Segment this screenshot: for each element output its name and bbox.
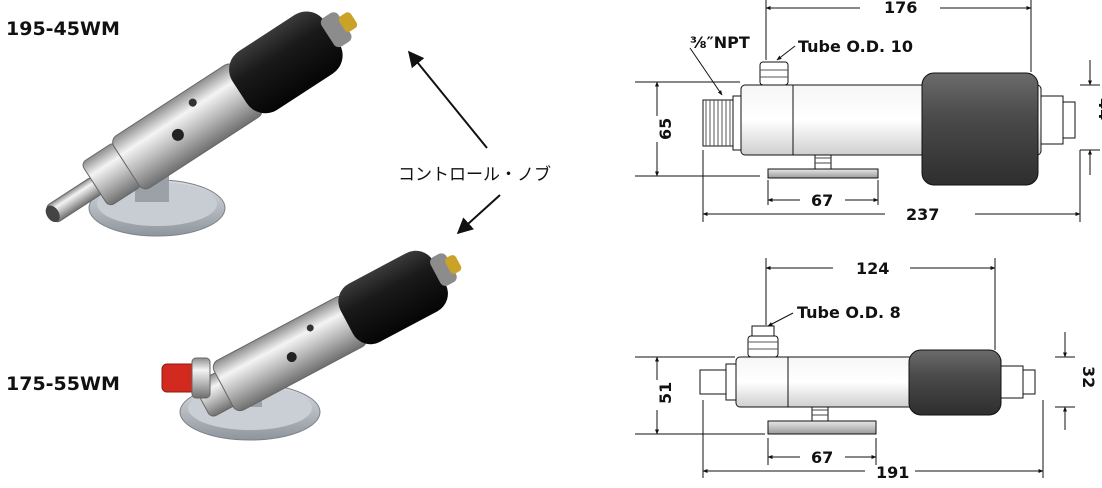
control-knob-label: コントロール・ノブ: [398, 165, 551, 185]
knob-arrow-top: [407, 50, 488, 149]
dim-32-label: 32: [1079, 366, 1098, 388]
dim-124-label: 124: [856, 259, 889, 278]
dimension-lines-top: [635, 0, 1100, 222]
knob-arrow-bottom: [456, 194, 501, 235]
tube-label-bottom: Tube O.D. 8: [797, 303, 901, 322]
product-photo-175-55wm: [161, 250, 462, 441]
dim-51-label: 51: [656, 382, 675, 404]
dimension-drawing-bottom: [699, 325, 1036, 435]
dim-67-bottom-label: 67: [811, 448, 833, 467]
dimension-drawing-top: [702, 61, 1076, 186]
product-photo-195-45wm: [45, 11, 358, 237]
thread-label-top: ⅜″NPT: [690, 33, 750, 52]
dim-44-label: 44: [1095, 98, 1102, 120]
dim-176-label: 176: [884, 0, 917, 17]
model-label-195-45wm: 195-45WM: [6, 18, 120, 40]
tube-label-top: Tube O.D. 10: [798, 37, 913, 56]
dim-65-label: 65: [656, 118, 675, 140]
model-label-175-55wm: 175-55WM: [6, 373, 120, 395]
dimension-lines-bottom: [635, 258, 1075, 478]
dim-191-label: 191: [876, 463, 909, 482]
dim-237-label: 237: [906, 205, 939, 224]
dim-67-top-label: 67: [811, 191, 833, 210]
